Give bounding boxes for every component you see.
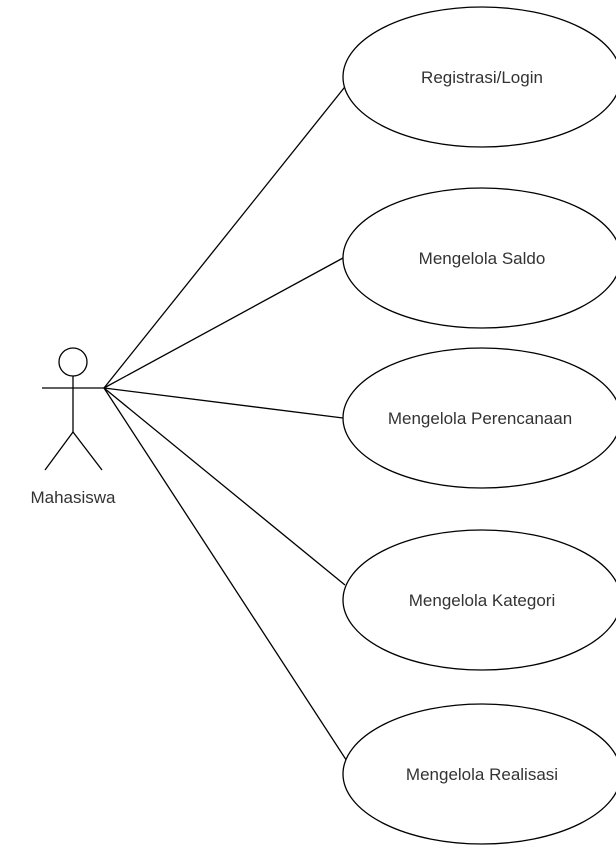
use-case-ellipse xyxy=(342,347,616,489)
association-line-mengelola-realisasi xyxy=(103,387,357,776)
association-line-mengelola-kategori xyxy=(103,387,346,586)
actor-name: Mahasiswa xyxy=(30,488,116,507)
use-case-label: Mengelola Realisasi xyxy=(406,765,558,784)
use-case-label: Mengelola Saldo xyxy=(419,249,546,268)
actor-mahasiswa[interactable]: Mahasiswa xyxy=(30,347,116,507)
stick-figure-actor-icon xyxy=(42,347,104,471)
use-case-label: Mengelola Perencanaan xyxy=(388,409,572,428)
use-case-ellipse xyxy=(342,529,616,671)
use-case-ellipse xyxy=(342,703,616,845)
use-case-mengelola-realisasi[interactable]: Mengelola Realisasi xyxy=(342,703,616,845)
associations xyxy=(103,72,357,776)
use-case-label: Mengelola Kategori xyxy=(409,591,555,610)
association-line-registrasi-login xyxy=(103,72,357,389)
association-line-mengelola-saldo xyxy=(103,257,344,389)
use-case-label: Registrasi/Login xyxy=(421,68,543,87)
use-case-registrasi-login[interactable]: Registrasi/Login xyxy=(342,6,616,148)
use-case-mengelola-perencanaan[interactable]: Mengelola Perencanaan xyxy=(342,347,616,489)
association-line-mengelola-perencanaan xyxy=(103,387,344,419)
use-case-mengelola-kategori[interactable]: Mengelola Kategori xyxy=(342,529,616,671)
use-case-ellipse xyxy=(342,6,616,148)
use-case-ellipse xyxy=(342,187,616,329)
use-case-mengelola-saldo[interactable]: Mengelola Saldo xyxy=(342,187,616,329)
